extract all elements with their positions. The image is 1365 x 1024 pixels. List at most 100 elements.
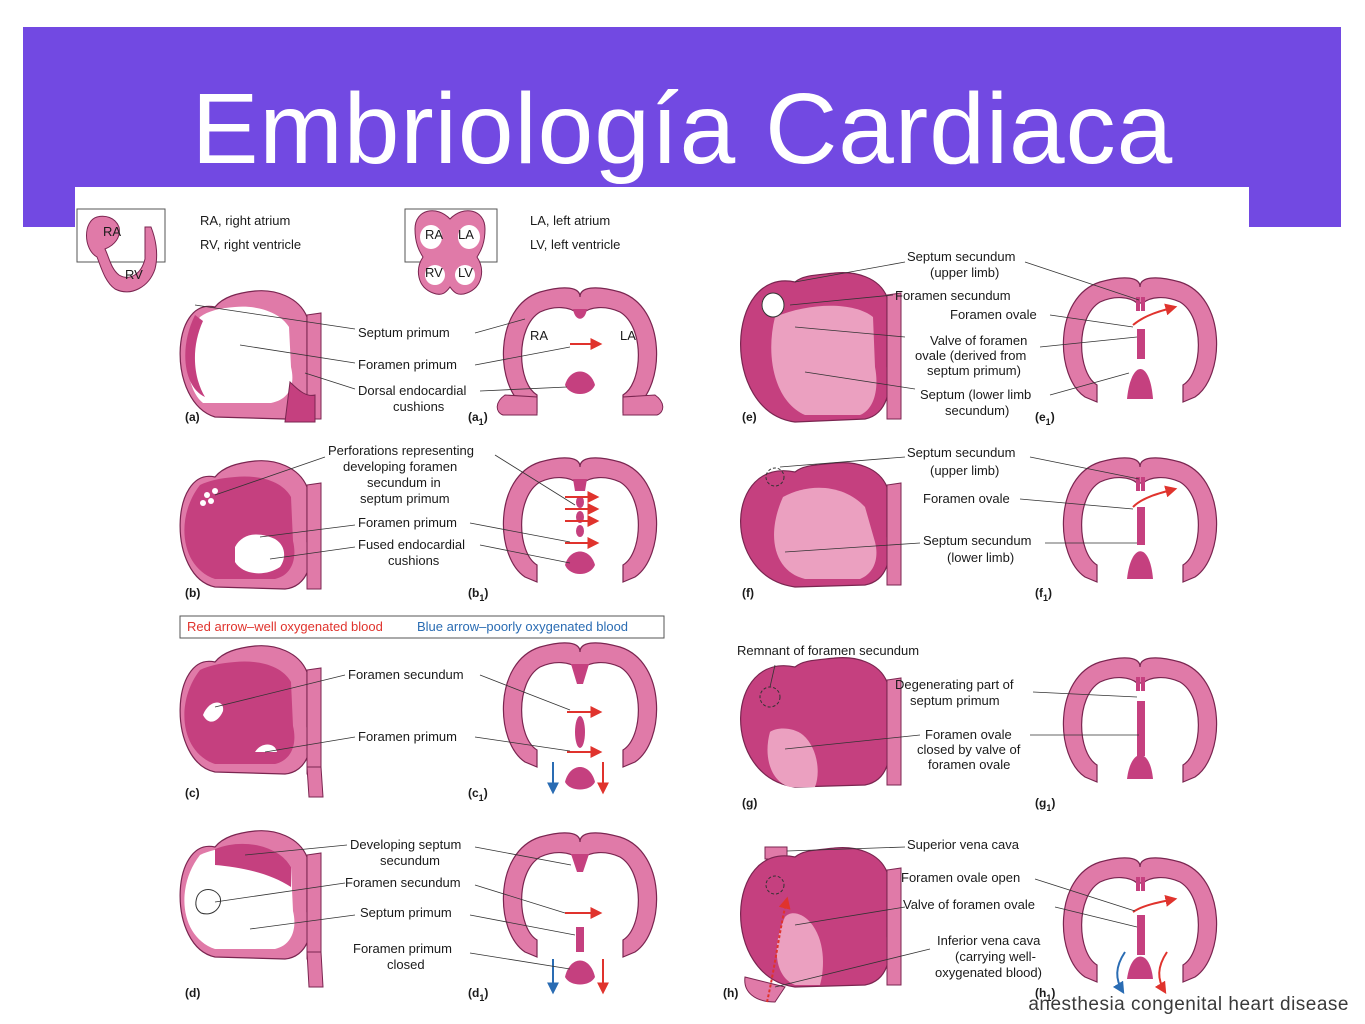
panel-f1-frontal-view	[1062, 457, 1218, 583]
callout-septum-secundum-f: Septum secundum	[907, 445, 1015, 460]
embryology-figure: RA RV RA, right atrium RV, right ventric…	[75, 187, 1249, 1024]
source-caption: anesthesia congenital heart disease	[1028, 994, 1349, 1015]
callout-lower-limb-f: (lower limb)	[947, 550, 1014, 565]
panel-label-b: (b)	[185, 586, 200, 600]
panel-e-side-view	[740, 272, 902, 423]
panel-b1-frontal-view	[502, 457, 658, 583]
panel-h-side-view	[740, 846, 902, 1003]
panel-g-callouts: Remnant of foramen secundum Degenerating…	[737, 643, 1139, 813]
callout-foramen-secundum-d: Foramen secundum	[345, 875, 461, 890]
key-four-ra: RA	[425, 227, 443, 242]
callout-upper-limb-e: (upper limb)	[930, 265, 999, 280]
panel-label-b1: (b1)	[468, 586, 488, 603]
callout-superior-vena-cava: Superior vena cava	[907, 837, 1020, 852]
panel-label-d: (d)	[185, 986, 200, 1000]
callout-foramen-primum-d: Foramen primum	[353, 941, 452, 956]
callout-upper-limb-f: (upper limb)	[930, 463, 999, 478]
callout-carrying-well: (carrying well-	[955, 949, 1036, 964]
panel-label-g: (g)	[742, 796, 757, 810]
key-la-text: LA, left atrium	[530, 213, 610, 228]
callout-dorsal-endocardial: Dorsal endocardial	[358, 383, 467, 398]
callout-valve-foramen-e: Valve of foramen	[930, 333, 1027, 348]
callout-developing-foramen: developing foramen	[343, 459, 457, 474]
panel-f-callouts: Septum secundum (upper limb) Foramen ova…	[742, 445, 1140, 603]
oxygenation-legend: Red arrow–well oxygenated blood Blue arr…	[179, 615, 665, 639]
panel-g1-frontal-view	[1062, 657, 1218, 783]
callout-septum-primum-paren: septum primum)	[927, 363, 1021, 378]
key-icon-right-heart: RA RV	[76, 208, 166, 293]
panel-a1-ra: RA	[530, 328, 548, 343]
panel-e-callouts: Septum secundum (upper limb) Foramen sec…	[742, 249, 1140, 427]
panel-h-callouts: Superior vena cava Foramen ovale open Va…	[723, 837, 1138, 1003]
callout-cushions-a: cushions	[393, 399, 445, 414]
panel-label-f: (f)	[742, 586, 754, 600]
panel-label-e1: (e1)	[1035, 410, 1055, 427]
callout-foramen-ovale-g: Foramen ovale	[925, 727, 1012, 742]
key-four-la: LA	[458, 227, 474, 242]
callout-foramen-primum-a: Foramen primum	[358, 357, 457, 372]
callout-foramen-ovale-f: Foramen ovale	[923, 491, 1010, 506]
heart-development-diagram: RA RV RA, right atrium RV, right ventric…	[76, 208, 1218, 1003]
callout-cushions-b: cushions	[388, 553, 440, 568]
key-ra-text: RA, right atrium	[200, 213, 290, 228]
panel-a1-frontal-view: RA LA	[496, 287, 664, 416]
callout-septum-primum-g: septum primum	[910, 693, 1000, 708]
callout-closed-by-valve: closed by valve of	[917, 742, 1021, 757]
panel-g-side-view	[740, 657, 902, 788]
callout-inferior-vena-cava: Inferior vena cava	[937, 933, 1041, 948]
panel-b-callouts: Perforations representing developing for…	[185, 443, 576, 603]
callout-foramen-ovale-end: foramen ovale	[928, 757, 1010, 772]
panel-a-side-view	[179, 290, 322, 423]
callout-septum-primum-a: Septum primum	[358, 325, 450, 340]
panel-d-side-view	[179, 830, 324, 988]
key-rv-text: RV, right ventricle	[200, 237, 301, 252]
callout-foramen-secundum-e: Foramen secundum	[895, 288, 1011, 303]
key-ra-abbr: RA	[103, 224, 121, 239]
callout-remnant-secundum: Remnant of foramen secundum	[737, 643, 919, 658]
panel-label-e: (e)	[742, 410, 757, 424]
callout-closed-d: closed	[387, 957, 425, 972]
key-lv-text: LV, left ventricle	[530, 237, 620, 252]
legend-red-arrow: Red arrow–well oxygenated blood	[187, 619, 383, 634]
panel-c1-frontal-view	[502, 642, 658, 795]
panel-b-side-view	[179, 460, 322, 590]
callout-oxygenated-blood: oxygenated blood)	[935, 965, 1042, 980]
callout-secundum-in: secundum in	[367, 475, 441, 490]
callout-secundum-paren: secundum)	[945, 403, 1009, 418]
key-rv-abbr: RV	[125, 267, 143, 282]
panel-label-f1: (f1)	[1035, 586, 1052, 603]
callout-septum-primum-b: septum primum	[360, 491, 450, 506]
key-icon-four-chamber: RA LA RV LV	[404, 208, 498, 295]
panel-label-c: (c)	[185, 786, 200, 800]
panel-label-g1: (g1)	[1035, 796, 1055, 813]
callout-septum-secundum-e: Septum secundum	[907, 249, 1015, 264]
callout-foramen-primum-b: Foramen primum	[358, 515, 457, 530]
callout-septum-lower-e: Septum (lower limb	[920, 387, 1031, 402]
callout-fused-endocardial: Fused endocardial	[358, 537, 465, 552]
callout-foramen-primum-c: Foramen primum	[358, 729, 457, 744]
legend-blue-arrow: Blue arrow–poorly oxygenated blood	[417, 619, 628, 634]
panel-f-side-view	[740, 462, 902, 588]
callout-foramen-ovale-open: Foramen ovale open	[901, 870, 1020, 885]
panel-e1-frontal-view	[1062, 277, 1218, 403]
panel-c-side-view	[179, 645, 324, 798]
callout-valve-foramen-h: Valve of foramen ovale	[903, 897, 1035, 912]
key-four-rv: RV	[425, 265, 443, 280]
panel-label-h1: (h1)	[1035, 986, 1055, 1003]
panel-a-callouts: Septum primum Foramen primum Dorsal endo…	[185, 304, 571, 427]
callout-degenerating: Degenerating part of	[895, 677, 1014, 692]
callout-septum-primum-d: Septum primum	[360, 905, 452, 920]
panel-d-callouts: Developing septum secundum Foramen secun…	[185, 837, 576, 1003]
slide-title: Embriología Cardiaca	[191, 73, 1174, 185]
panel-label-a: (a)	[185, 410, 200, 424]
callout-foramen-secundum-c: Foramen secundum	[348, 667, 464, 682]
panel-c-callouts: Foramen secundum Foramen primum (c) (c1)	[185, 667, 571, 803]
panel-label-a1: (a1)	[468, 410, 488, 427]
callout-septum-secundum-lower: Septum secundum	[923, 533, 1031, 548]
callout-secundum-d: secundum	[380, 853, 440, 868]
panel-d1-frontal-view	[502, 832, 658, 995]
callout-developing-septum: Developing septum	[350, 837, 461, 852]
panel-a1-la: LA	[620, 328, 636, 343]
callout-foramen-ovale-e: Foramen ovale	[950, 307, 1037, 322]
panel-label-d1: (d1)	[468, 986, 488, 1003]
